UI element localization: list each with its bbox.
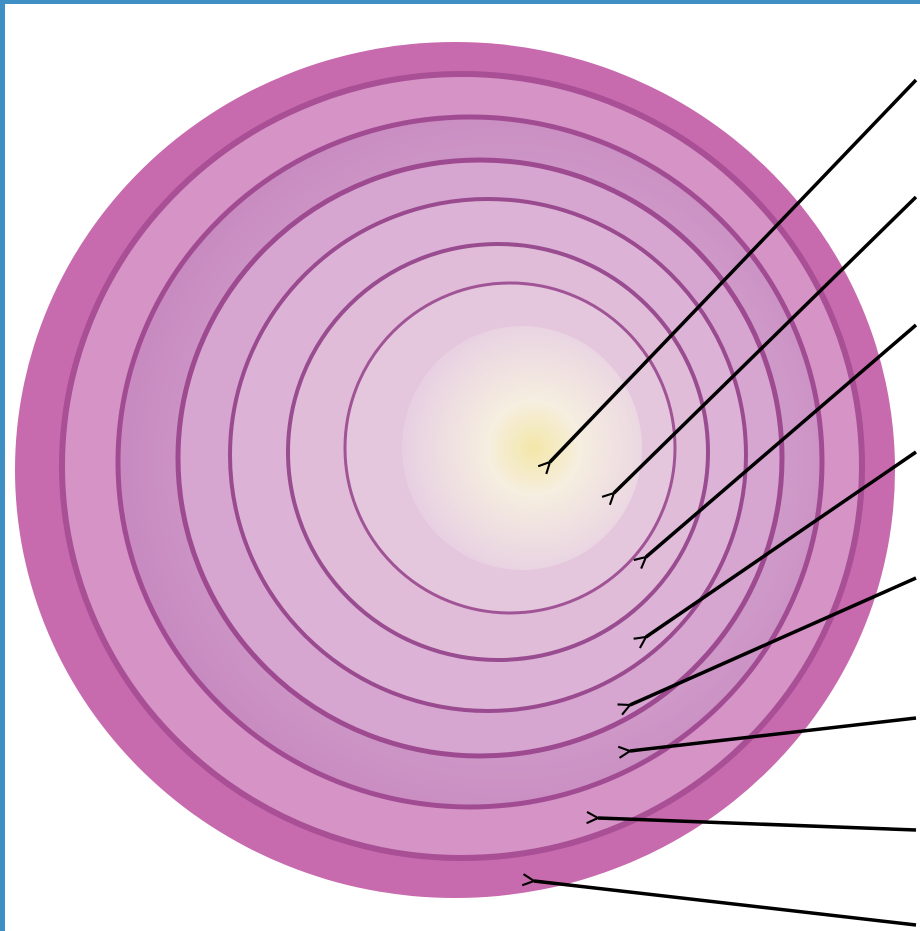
arrow-8 xyxy=(534,881,916,925)
onion-core xyxy=(402,326,642,570)
